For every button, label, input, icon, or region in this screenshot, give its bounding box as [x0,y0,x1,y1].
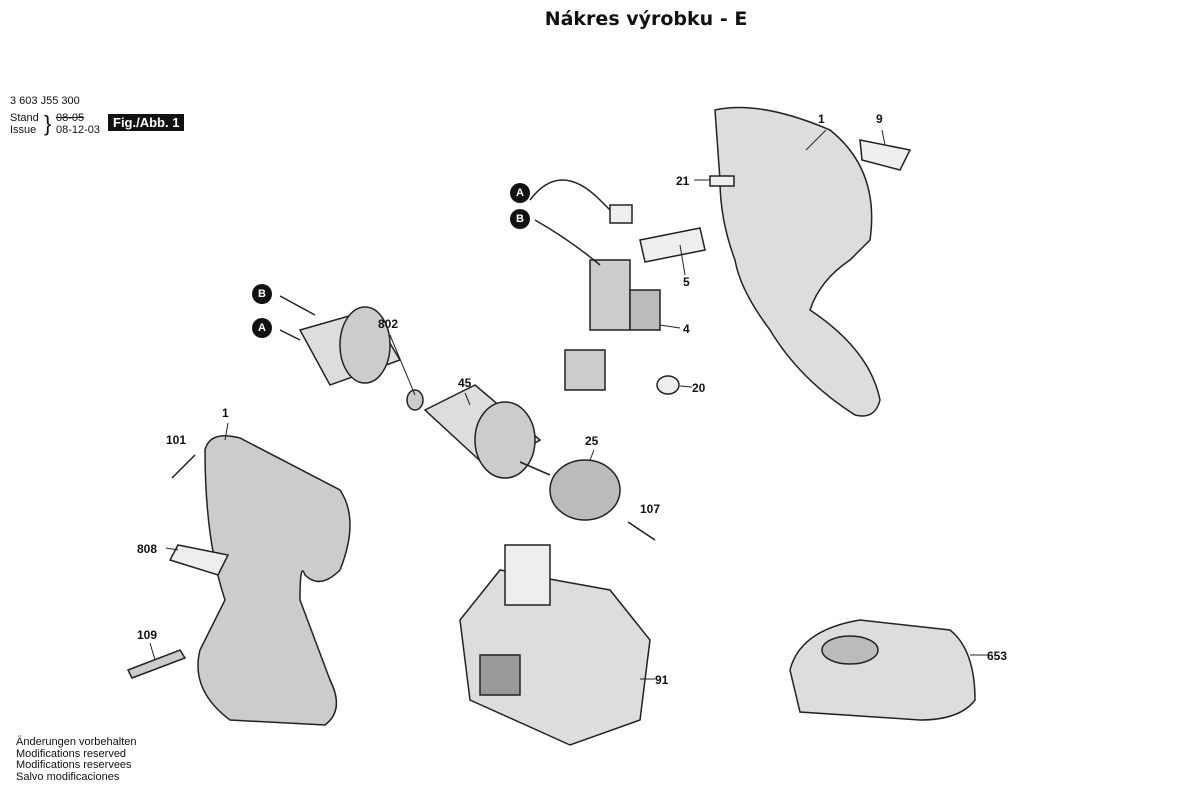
marker-a: A [510,183,530,203]
part-label: 21 [676,174,690,188]
chuck-25 [549,459,621,521]
stand-label: Stand [10,112,39,124]
issue-value: 08-12-03 [56,124,101,136]
part-label: 109 [137,628,158,642]
motor-end [339,306,391,384]
part-label: 1 [818,112,825,126]
charger-653 [789,619,976,721]
part-label: 101 [166,433,187,447]
stand-value: 08-05 [56,112,85,124]
label-plate-9 [859,139,912,171]
motor-terminal [279,329,301,341]
wire [534,219,601,266]
part-21 [709,175,735,187]
switch-4-side [629,289,661,331]
switch-carrier [564,349,606,391]
spindle [519,461,551,476]
part-label: 653 [987,649,1008,663]
part-label: 802 [378,317,399,331]
marker-b: B [252,284,272,304]
battery-grip [479,654,521,696]
pinion [406,389,424,411]
footer-line: Salvo modificaciones [16,770,120,783]
drill-body [197,435,351,726]
part-label: 1 [222,406,229,420]
screw-101 [171,454,196,479]
charger-socket [821,635,879,665]
footer-line: Modifications reserved [16,747,127,760]
motor-terminal [279,295,316,316]
part-label: 20 [692,381,706,395]
leader-lines [149,129,988,680]
part-label: 4 [683,322,690,336]
footer-notes: Änderungen vorbehalten Modifications res… [16,736,137,783]
footer-line: Änderungen vorbehalten [16,736,137,748]
part-label: 91 [655,673,669,687]
connector [609,204,633,224]
part-label: 5 [683,275,690,289]
part-label: 9 [876,112,883,126]
bit-109 [126,649,187,679]
brace: } [44,111,52,136]
marker-b: B [510,209,530,229]
part-label: 45 [458,376,472,390]
gearbox-ring [474,401,536,479]
part-label: 808 [137,542,158,556]
figure-label: Fig./Abb. 1 [108,114,185,131]
part-label: 25 [585,434,599,448]
part-number: 3 603 J55 300 [10,95,80,107]
part-label: 107 [640,502,661,516]
housing-right [714,106,881,417]
label-plate-808 [168,544,230,576]
part-5 [639,227,706,263]
part-20 [656,375,680,395]
wire [529,179,621,221]
issue-label: Issue [10,124,37,136]
battery-stem [504,544,551,606]
footer-line: Modifications reservees [16,759,132,771]
switch-4 [589,259,631,331]
screw-107 [627,521,656,541]
marker-a: A [252,318,272,338]
page-title: Nákres výrobku - E [544,8,748,30]
